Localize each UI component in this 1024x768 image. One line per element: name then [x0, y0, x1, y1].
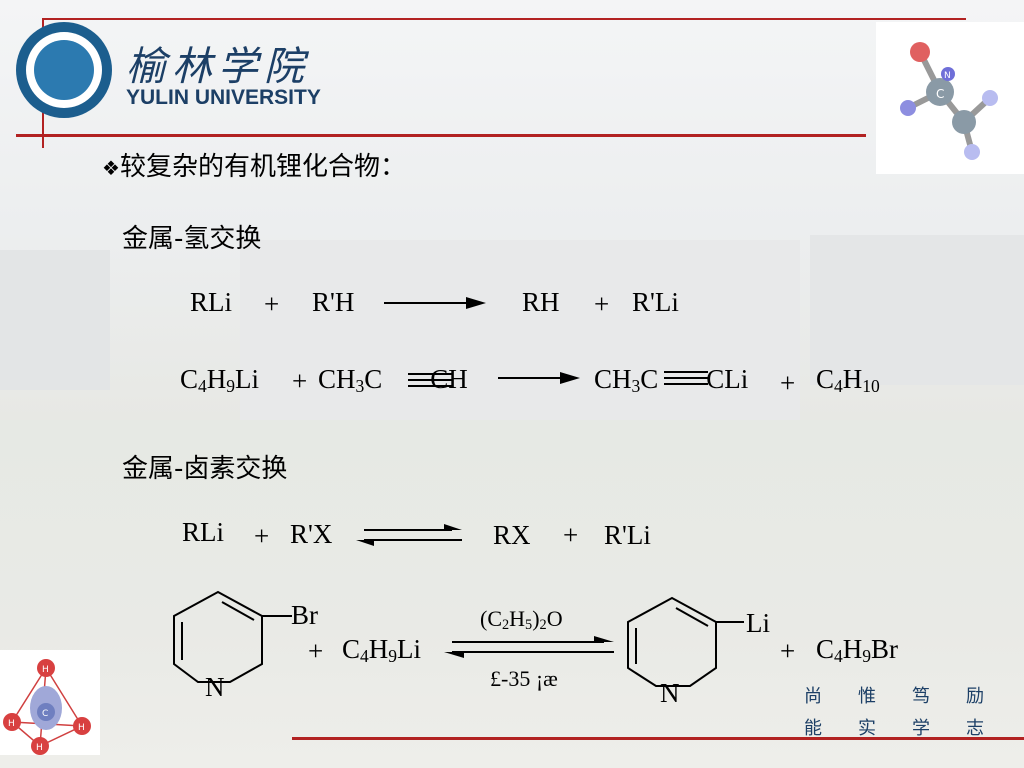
university-motto: 尚 惟 笃 励 能 实 学 志: [800, 680, 1000, 742]
motto-char: 笃: [912, 686, 930, 707]
atom-label: N: [944, 71, 951, 81]
logo-chinese-name: 榆林学院: [126, 44, 310, 90]
r4-plus-1: +: [308, 636, 324, 666]
header-bottom-line: [16, 134, 866, 137]
motto-char: 尚: [804, 686, 822, 707]
r2-plus-2: +: [780, 368, 796, 398]
r1-reactant-1: RLi: [190, 287, 233, 317]
atom-label: H: [8, 719, 15, 729]
molecule-model-top: C N: [876, 22, 1024, 174]
r3-equilibrium-arrow: [356, 524, 462, 546]
r3-plus-1: +: [254, 521, 270, 551]
r2-reactant-1: C4H9Li: [180, 364, 260, 396]
r1-forward-arrow: [384, 297, 486, 309]
r1-reactant-2: R'H: [312, 287, 355, 317]
header-top-line: [42, 18, 966, 20]
section-metal-halogen-exchange: 金属-卤素交换: [122, 454, 288, 484]
motto-char: 励: [966, 686, 984, 707]
r1-product-1: RH: [522, 287, 560, 317]
r4-equilibrium-arrow: [444, 636, 614, 658]
slide-heading: ❖较复杂的有机锂化合物：: [102, 146, 406, 183]
r3-reactant-2: R'X: [290, 519, 333, 549]
motto-char: 学: [912, 718, 930, 739]
r4-condition-solvent: (C2H5)2O: [480, 606, 563, 634]
pyridine-ring-1: [173, 590, 292, 683]
pyridine-ring-2: [627, 596, 744, 687]
bullet-icon: ❖: [102, 156, 120, 180]
atom-label: H: [78, 723, 85, 733]
r2-plus-1: +: [292, 366, 308, 396]
atom-label: C: [936, 87, 944, 101]
r1-plus-2: +: [594, 289, 610, 319]
motto-char: 惟: [858, 686, 876, 707]
r3-product-1: RX: [493, 520, 531, 550]
r4-plus-2: +: [780, 636, 796, 666]
r4-lithio-substituent: Li: [746, 608, 770, 638]
atom-label: H: [36, 743, 43, 753]
r4-nitrogen-1: N: [205, 672, 225, 702]
r1-plus-1: +: [264, 289, 280, 319]
r3-plus-2: +: [563, 520, 579, 550]
r4-reactant-butyllithium: C4H9Li: [342, 634, 422, 666]
motto-char: 实: [858, 718, 876, 739]
heading-text: 较复杂的有机锂化合物：: [119, 152, 406, 182]
university-logo: [16, 22, 112, 118]
molecule-model-bottom: C H H H H: [0, 650, 100, 755]
r1-product-2: R'Li: [632, 287, 679, 317]
footer-line: [292, 737, 1024, 740]
section-metal-hydrogen-exchange: 金属-氢交换: [122, 224, 262, 254]
motto-char: 能: [804, 718, 822, 739]
logo-english-name: YULIN UNIVERSITY: [126, 86, 321, 109]
r3-product-2: R'Li: [604, 520, 651, 550]
r4-bromo-substituent: Br: [291, 600, 318, 630]
r4-product-butylbromide: C4H9Br: [816, 634, 899, 666]
r2-triple-bond-1: [408, 373, 452, 387]
atom-label: H: [42, 665, 49, 675]
motto-char: 志: [966, 718, 984, 739]
r2-product-2: C4H10: [816, 364, 880, 396]
r2-triple-bond-2: [664, 371, 708, 385]
atom-label: C: [42, 709, 48, 719]
r4-condition-temperature: £-35 ¡æ: [490, 666, 558, 691]
r3-reactant-1: RLi: [182, 517, 225, 547]
r2-forward-arrow: [498, 372, 580, 384]
